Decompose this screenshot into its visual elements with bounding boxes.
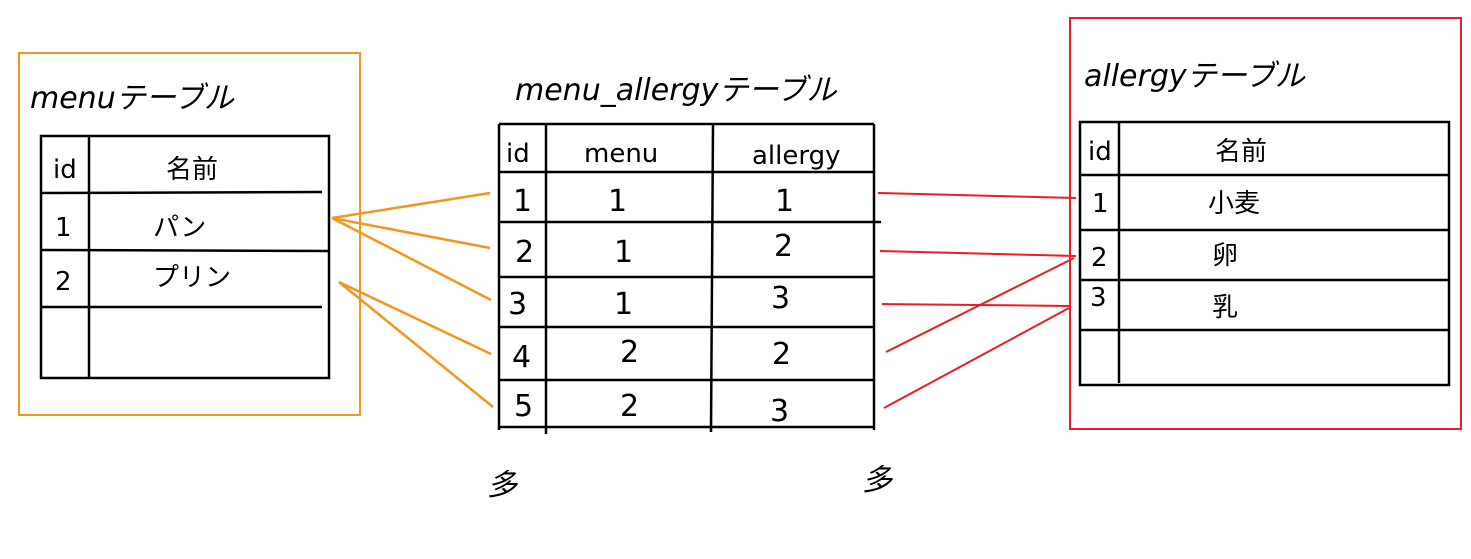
menu-row-1-id: 1 bbox=[55, 213, 72, 243]
menu-row-2-id: 2 bbox=[55, 267, 72, 297]
junction-row-4-allergy: 2 bbox=[772, 337, 791, 372]
junction-row-4-id: 4 bbox=[512, 340, 531, 375]
link-row5-allergy3 bbox=[883, 307, 1070, 409]
link-menu2-row4 bbox=[338, 280, 492, 356]
junction-header-id: id bbox=[506, 139, 530, 169]
junction-right-cardinality: 多 bbox=[862, 463, 894, 498]
link-row2-allergy2 bbox=[879, 250, 1077, 257]
link-menu1-row3 bbox=[331, 216, 492, 302]
allergy-row-3-name: 乳 bbox=[1212, 293, 1238, 323]
junction-header-menu: menu bbox=[584, 139, 658, 169]
junction-left-cardinality: 多 bbox=[487, 468, 519, 503]
allergy-links bbox=[877, 192, 1077, 409]
allergy-table-group: allergyテーブル id 名前 1 小麦 2 卵 3 乳 bbox=[1069, 17, 1462, 430]
allergy-row-1-id: 1 bbox=[1092, 189, 1109, 219]
junction-table-grid bbox=[497, 122, 881, 434]
link-menu1-row1 bbox=[331, 191, 491, 220]
link-row1-allergy1 bbox=[877, 192, 1077, 199]
menu-links bbox=[331, 191, 494, 408]
link-menu1-row2 bbox=[331, 216, 491, 250]
junction-row-2-allergy: 2 bbox=[774, 229, 793, 264]
junction-row-2-menu: 1 bbox=[614, 235, 633, 270]
allergy-row-2-name: 卵 bbox=[1212, 241, 1238, 271]
allergy-row-2-id: 2 bbox=[1091, 243, 1108, 273]
junction-row-5-allergy: 3 bbox=[770, 394, 789, 429]
link-row3-allergy3 bbox=[881, 303, 1072, 307]
allergy-table-frame bbox=[1069, 17, 1462, 430]
junction-row-1-menu: 1 bbox=[608, 184, 627, 219]
junction-row-1-allergy: 1 bbox=[775, 184, 794, 219]
allergy-header-id: id bbox=[1088, 137, 1112, 167]
menu-table-frame bbox=[18, 52, 361, 416]
junction-row-3-menu: 1 bbox=[614, 287, 633, 322]
junction-table-title: menu_allergyテーブル bbox=[515, 73, 838, 108]
allergy-header-name: 名前 bbox=[1215, 137, 1267, 167]
junction-row-3-allergy: 3 bbox=[771, 281, 790, 316]
junction-row-1-id: 1 bbox=[513, 184, 532, 219]
junction-row-4-menu: 2 bbox=[620, 335, 639, 370]
menu-table-title: menuテーブル bbox=[30, 81, 235, 116]
allergy-table-title: allergyテーブル bbox=[1084, 59, 1306, 94]
menu-table-group: menuテーブル id 名前 1 パン 2 プリン bbox=[18, 52, 361, 416]
allergy-table-grid bbox=[1078, 120, 1451, 387]
menu-row-2-name: プリン bbox=[153, 263, 231, 293]
allergy-row-1-name: 小麦 bbox=[1208, 189, 1260, 219]
junction-row-3-id: 3 bbox=[508, 287, 527, 322]
allergy-row-3-id: 3 bbox=[1090, 283, 1107, 313]
menu-header-name: 名前 bbox=[166, 155, 218, 185]
menu-row-1-name: パン bbox=[153, 213, 206, 243]
junction-table-group: menu_allergyテーブル id menu allergy 1 1 1 2… bbox=[487, 73, 894, 503]
menu-table-grid bbox=[39, 134, 331, 380]
junction-row-5-id: 5 bbox=[514, 389, 533, 424]
junction-row-2-id: 2 bbox=[515, 235, 534, 270]
junction-row-5-menu: 2 bbox=[620, 389, 639, 424]
junction-header-allergy: allergy bbox=[752, 141, 841, 171]
menu-header-id: id bbox=[53, 155, 77, 185]
link-menu2-row5 bbox=[338, 281, 494, 408]
link-row4-allergy2 bbox=[885, 257, 1075, 353]
